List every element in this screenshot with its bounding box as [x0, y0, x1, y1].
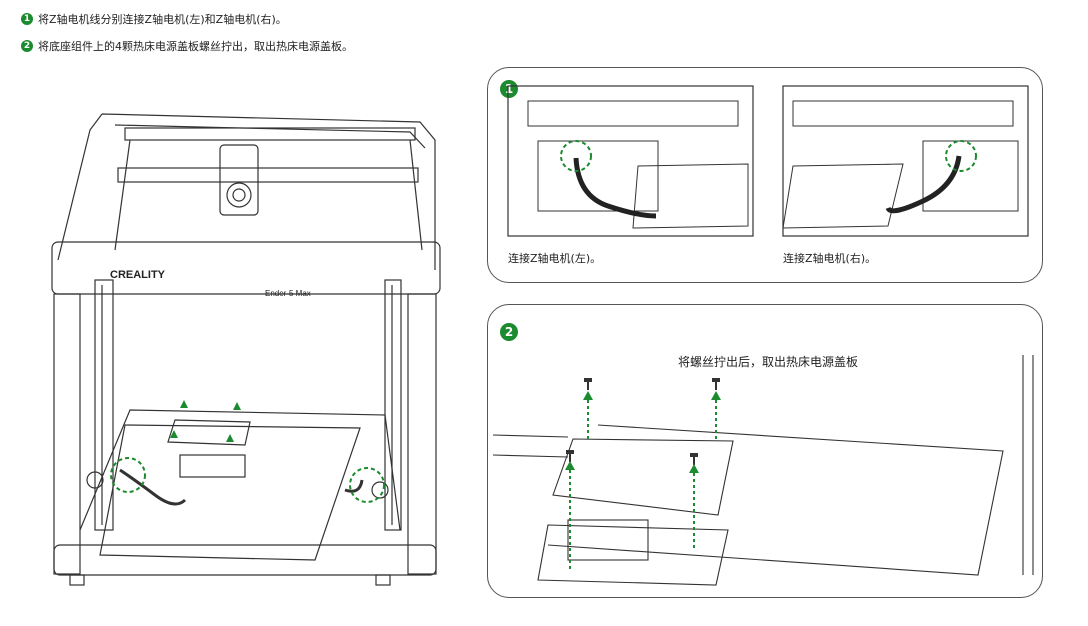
panel-2-badge: 2 [500, 323, 518, 341]
brand-logo: CREALITY [110, 269, 166, 281]
printer-illustration: CREALITY Ender-5 Max [51, 113, 441, 586]
step-2-instruction: 2 将底座组件上的4颗热床电源盖板螺丝拧出，取出热床电源盖板。 [21, 38, 353, 54]
step-1-instruction: 1 将Z轴电机线分别连接Z轴电机(左)和Z轴电机(右)。 [21, 11, 287, 27]
caption-right-motor: 连接Z轴电机(右)。 [783, 252, 877, 265]
panel-2-note: 将螺丝拧出后，取出热床电源盖板 [678, 355, 859, 369]
step-1-badge: 1 [21, 13, 33, 25]
panel-step-2: 2 将螺丝拧出后，取出热床电源盖板 [487, 304, 1043, 598]
model-label: Ender-5 Max [265, 289, 311, 298]
panel-1-badge: 1 [500, 80, 518, 98]
left-motor-closeup [507, 85, 754, 237]
caption-left-motor: 连接Z轴电机(左)。 [508, 252, 602, 265]
cover-plate-illustration [492, 355, 1034, 586]
right-motor-closeup [782, 85, 1029, 237]
step-2-text: 将底座组件上的4颗热床电源盖板螺丝拧出，取出热床电源盖板。 [38, 40, 353, 53]
step-2-badge: 2 [21, 40, 33, 52]
step-1-text: 将Z轴电机线分别连接Z轴电机(左)和Z轴电机(右)。 [38, 13, 287, 26]
panel-step-1: 1 连接Z轴电机(左)。 连接Z轴电机(右)。 [487, 67, 1043, 283]
